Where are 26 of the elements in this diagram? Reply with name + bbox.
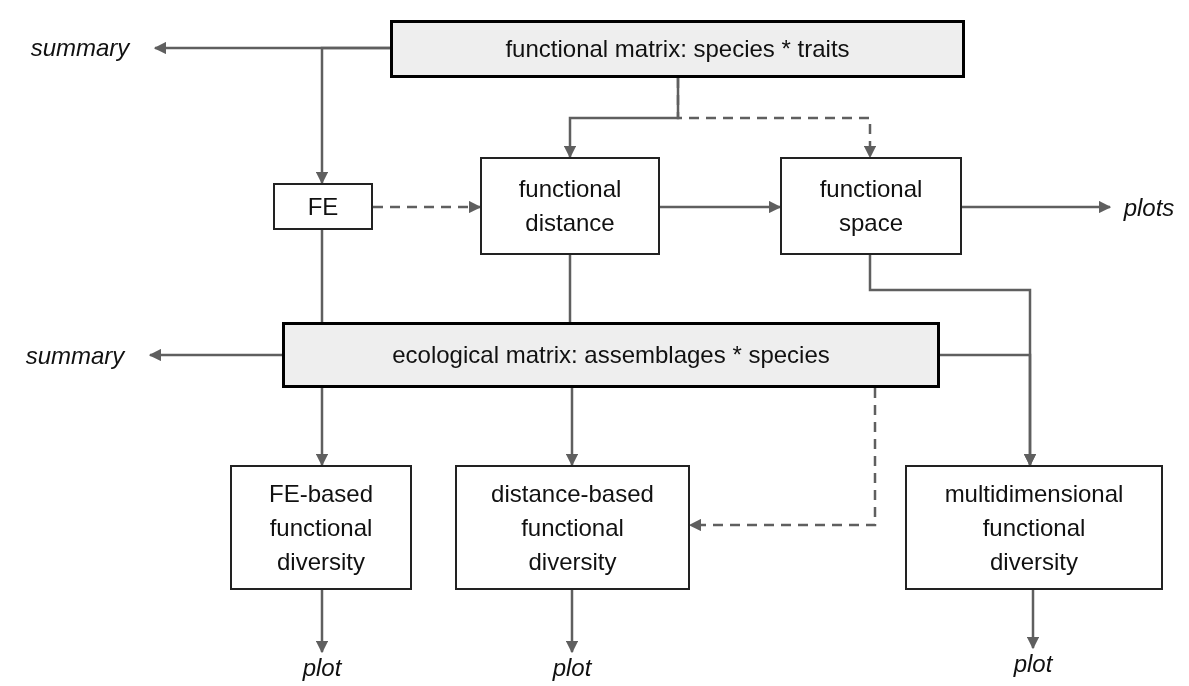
connector-arrow bbox=[940, 353, 1037, 467]
connector-arrow bbox=[565, 590, 579, 654]
italic-label: plot bbox=[542, 652, 602, 684]
matrix-box: ecological matrix: assemblages * species bbox=[282, 322, 940, 388]
process-box: functional distance bbox=[480, 157, 660, 255]
process-box: functional space bbox=[780, 157, 962, 255]
connector-arrow bbox=[676, 78, 877, 159]
connector-arrow bbox=[315, 590, 329, 654]
connector-arrow bbox=[315, 388, 329, 467]
connector-arrow bbox=[565, 388, 579, 467]
process-box: FE-based functional diversity bbox=[230, 465, 412, 590]
process-box: FE bbox=[273, 183, 373, 230]
italic-label: plot bbox=[292, 652, 352, 684]
italic-label: summary bbox=[5, 30, 155, 66]
connector-arrow bbox=[1026, 590, 1040, 650]
process-box: multidimensional functional diversity bbox=[905, 465, 1163, 590]
connector-arrow bbox=[660, 200, 782, 214]
connector-arrow bbox=[373, 200, 482, 214]
italic-label: plots bbox=[1110, 190, 1188, 226]
connector-arrow bbox=[148, 348, 282, 362]
process-box: distance-based functional diversity bbox=[455, 465, 690, 590]
connector-arrow bbox=[315, 46, 390, 185]
italic-label: plot bbox=[1003, 648, 1063, 680]
italic-label: summary bbox=[0, 338, 150, 374]
connector-arrow bbox=[962, 200, 1112, 214]
matrix-box: functional matrix: species * traits bbox=[390, 20, 965, 78]
